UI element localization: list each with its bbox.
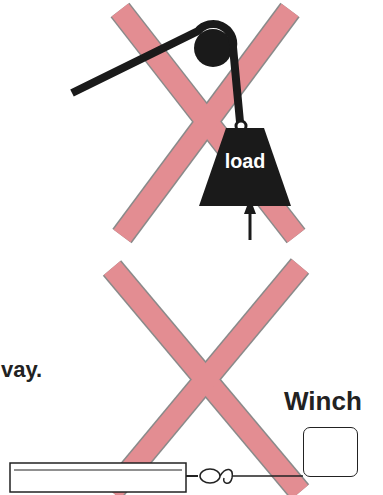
winch-label: Winch	[284, 386, 366, 417]
platform-bar	[10, 463, 186, 492]
load-label: load	[199, 150, 291, 173]
cross-mark	[120, 10, 296, 236]
rope	[72, 24, 240, 122]
bar-edge	[14, 470, 182, 471]
cross-mark	[112, 266, 300, 492]
push-arrow	[249, 212, 252, 240]
cable	[232, 475, 303, 477]
winch-housing	[303, 427, 358, 477]
note-text: vay.	[1, 357, 42, 383]
load-block: load	[199, 128, 291, 206]
hook-ring	[200, 469, 220, 483]
hook	[220, 469, 232, 483]
winch-box: Winch	[284, 386, 366, 477]
shackle	[186, 475, 198, 477]
